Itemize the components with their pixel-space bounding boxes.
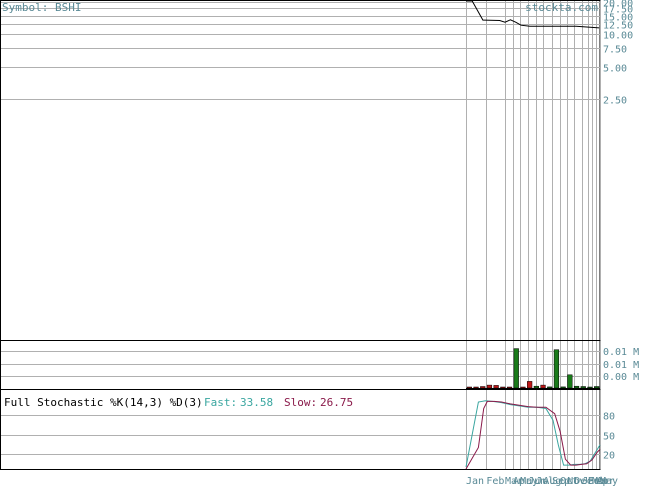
stochastic-tick-label: 50: [603, 432, 615, 443]
price-panel-frame: [0, 0, 601, 341]
month-tick-label: Oct: [560, 476, 578, 486]
price-tick-label: 20.00: [603, 0, 633, 10]
volume-tick-label: 0.01 M: [603, 347, 639, 358]
price-tick-label: 12.50: [603, 21, 633, 32]
volume-bar: [486, 384, 493, 389]
volume-bar: [480, 386, 486, 389]
month-tick-label: Mar: [505, 476, 523, 486]
month-tick-label: Feb: [588, 476, 606, 486]
month-tick-label: May: [600, 476, 618, 486]
stochastic-lines: [465, 400, 601, 470]
volume-bar: [520, 386, 526, 389]
volume-bar: [547, 386, 553, 389]
stochastic-tick-label: 20: [603, 451, 615, 462]
volume-bar: [587, 386, 593, 389]
month-tick-label: Nov: [567, 476, 585, 486]
month-tick-label: Dec: [574, 476, 592, 486]
price-tick-label: 17.50: [603, 5, 633, 16]
volume-bar: [573, 385, 580, 389]
volume-bar: [473, 386, 479, 389]
symbol-label: Symbol: BSHI: [2, 1, 81, 14]
month-tick-label: Apr: [597, 476, 615, 486]
volume-bar: [553, 349, 560, 389]
month-tick-label: Mar: [592, 476, 610, 486]
month-tick-label: Jan: [582, 476, 600, 486]
month-tick-label: Jan: [466, 476, 484, 486]
slow-label: Slow:: [284, 396, 317, 409]
price-tick-label: 7.50: [603, 45, 627, 56]
slow-stochastic-line: [465, 400, 601, 470]
site-watermark: stockta.com: [525, 1, 598, 14]
volume-bar: [580, 386, 586, 389]
month-tick-label: Jul: [536, 476, 554, 486]
month-tick-label: Aug: [543, 476, 561, 486]
month-tick-label: May: [520, 476, 538, 486]
volume-bars: [466, 348, 600, 389]
fast-value: 33.58: [240, 396, 273, 409]
price-tick-label: 15.00: [603, 13, 633, 24]
month-tick-label: Feb: [486, 476, 504, 486]
volume-bar: [466, 386, 472, 389]
volume-bar: [527, 381, 533, 389]
price-vertical-grid: [466, 1, 601, 340]
price-tick-label: 10.00: [603, 31, 633, 42]
month-tick-label: Sep: [552, 476, 570, 486]
volume-tick-label: 0.01 M: [603, 360, 639, 371]
volume-grid: [1, 341, 601, 389]
volume-bar: [533, 385, 539, 389]
volume-tick-label: 0.00 M: [603, 372, 639, 383]
stochastic-grid: [1, 390, 601, 469]
volume-bar: [560, 386, 566, 389]
volume-bar: [500, 386, 506, 389]
volume-bar: [540, 384, 546, 389]
volume-y-axis: 0.01 M0.01 M0.00 M: [603, 347, 639, 383]
volume-bar: [513, 348, 519, 389]
month-tick-label: Apr: [513, 476, 531, 486]
volume-bar: [493, 385, 499, 389]
price-tick-label: 5.00: [603, 64, 627, 75]
fast-label: Fast:: [204, 396, 237, 409]
price-grid: [1, 2, 600, 100]
slow-value: 26.75: [320, 396, 353, 409]
price-line: [466, 0, 600, 29]
stochastic-title: Full Stochastic %K(14,3) %D(3): [4, 396, 203, 409]
volume-bar: [594, 386, 600, 389]
month-tick-label: Jun: [528, 476, 546, 486]
volume-bar: [567, 374, 573, 389]
volume-bar: [506, 386, 513, 389]
price-tick-label: 2.50: [603, 96, 627, 107]
stochastic-y-axis: 80 50 20: [603, 412, 615, 462]
stochastic-tick-label: 80: [603, 412, 615, 423]
